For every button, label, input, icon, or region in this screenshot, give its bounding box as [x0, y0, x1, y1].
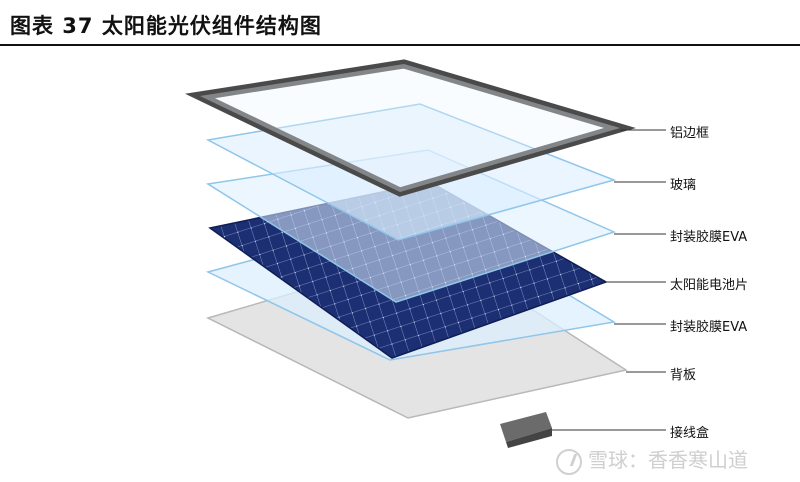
snowball-logo-icon [556, 448, 582, 475]
watermark: 雪球：香香寒山道 [556, 444, 748, 475]
label-eva-top: 封装胶膜EVA [670, 230, 748, 245]
label-solar-cells: 太阳能电池片 [670, 278, 749, 293]
glass-layer [205, 103, 617, 241]
label-eva-bottom: 封装胶膜EVA [670, 320, 748, 335]
leader-lines [552, 129, 666, 431]
title-bar: 图表 37 太阳能光伏组件结构图 [0, 0, 800, 46]
aluminum-frame-layer [185, 59, 636, 197]
label-junction-box: 接线盒 [670, 426, 710, 441]
label-glass: 玻璃 [670, 178, 697, 193]
watermark-text: 雪球：香香寒山道 [588, 448, 748, 472]
figure-title: 图表 37 太阳能光伏组件结构图 [10, 14, 322, 38]
label-backsheet: 背板 [670, 368, 697, 383]
label-aluminum-frame: 铝边框 [670, 126, 710, 141]
junction-box [500, 412, 552, 448]
